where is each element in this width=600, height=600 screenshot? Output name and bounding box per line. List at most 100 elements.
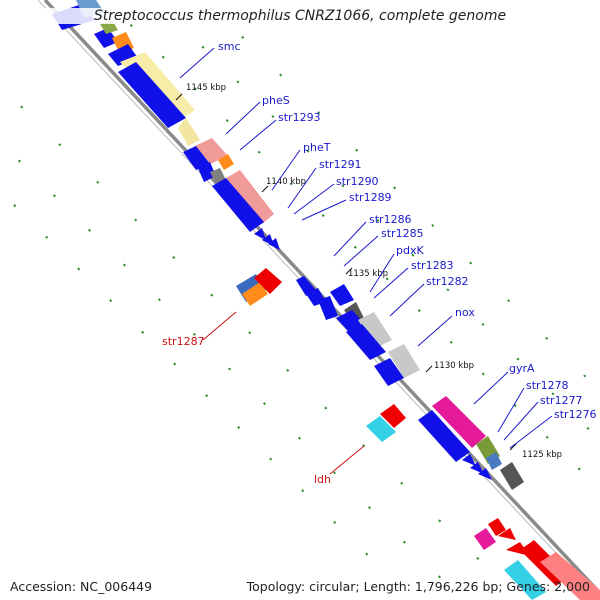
gene-label-nox[interactable]: nox (455, 306, 475, 319)
gene-label-str1283[interactable]: str1283 (411, 259, 454, 272)
gc-dot (545, 435, 549, 439)
feature-glyph (210, 168, 226, 184)
gc-dot (205, 394, 209, 398)
gc-dot (201, 45, 205, 49)
feature-glyph (118, 62, 186, 128)
feature-glyph (500, 462, 524, 490)
feature-glyph (346, 324, 386, 360)
feature-glyph (470, 462, 484, 474)
gene-label-smc[interactable]: smc (218, 40, 241, 53)
gc-dot (411, 253, 415, 257)
gc-dot (376, 219, 380, 222)
feature-glyph (212, 178, 264, 232)
feature-glyph (218, 154, 234, 170)
gc-dot (129, 23, 133, 27)
feature-glyph (540, 552, 600, 600)
feature-glyph (183, 146, 210, 170)
gc-dot (17, 159, 21, 163)
gc-dot (109, 299, 113, 303)
gc-dot (586, 426, 590, 430)
gc-dot (481, 372, 485, 376)
gene-label-str1286[interactable]: str1286 (369, 213, 412, 226)
tick-label: 1135 kbp (348, 269, 388, 279)
gc-dot (134, 218, 138, 222)
gc-dot (438, 519, 442, 523)
gc-dot (172, 256, 176, 260)
gc-dot (225, 119, 229, 122)
gc-dot (431, 223, 435, 227)
feature-glyph (498, 528, 516, 540)
gc-dot (193, 87, 197, 91)
gc-dot (385, 277, 389, 281)
gc-dot (551, 392, 555, 396)
gene-label-str1282[interactable]: str1282 (426, 275, 469, 288)
feature-glyph (486, 452, 502, 470)
gc-dot (469, 261, 473, 265)
gc-dot (297, 436, 301, 440)
gc-dot (161, 55, 165, 59)
gc-dot (341, 184, 345, 188)
feature-glyph (366, 416, 396, 442)
feature-glyph (226, 170, 274, 224)
gc-dot (516, 357, 520, 361)
feature-glyph (268, 238, 280, 250)
gc-dot (333, 520, 337, 524)
gc-dot (87, 228, 91, 232)
gene-label-gyra[interactable]: gyrA (509, 362, 535, 375)
gene-label-str1291[interactable]: str1291 (319, 158, 362, 171)
gc-dot (583, 374, 587, 378)
gc-dot (269, 457, 273, 461)
gc-dot (353, 245, 357, 249)
gc-dot (437, 575, 441, 579)
gc-dot (122, 263, 126, 267)
gc-dot (481, 322, 485, 326)
feature-glyph (478, 468, 492, 480)
ticks (175, 93, 517, 451)
gc-dot (52, 194, 56, 198)
gc-dot (306, 149, 310, 153)
gc-dot (286, 368, 290, 372)
tick-label: 1140 kbp (266, 177, 306, 187)
gc-dot (141, 330, 145, 334)
gc-dot (271, 115, 275, 119)
gc-dot (476, 557, 480, 560)
feature-glyph (418, 410, 470, 462)
gc-dot (332, 471, 336, 475)
gc-dot (241, 35, 245, 39)
gc-dot (449, 340, 453, 344)
gc-dot (96, 180, 100, 184)
gc-dot (227, 367, 231, 371)
gene-label-ldh[interactable]: ldh (314, 473, 331, 486)
gc-dot (58, 143, 62, 147)
feature-glyph (474, 528, 496, 550)
gc-dot (236, 80, 240, 84)
gc-dot (324, 406, 328, 410)
gene-label-str1278[interactable]: str1278 (526, 379, 569, 392)
gene-label-str1285[interactable]: str1285 (381, 227, 424, 240)
gene-label-str1277[interactable]: str1277 (540, 394, 583, 407)
gc-dot (279, 73, 283, 77)
gc-dot (355, 148, 359, 152)
gene-label-phes[interactable]: pheS (262, 94, 290, 107)
feature-glyph (388, 344, 420, 378)
gc-dot (577, 467, 581, 471)
gc-dot (237, 425, 241, 429)
gc-dot (20, 105, 24, 109)
gene-label-str1293[interactable]: str1293 (278, 111, 321, 124)
gene-label-phet[interactable]: pheT (303, 141, 331, 154)
gc-dot (393, 186, 397, 190)
gc-dot (507, 299, 511, 303)
gc-dot (545, 336, 549, 340)
gene-label-str1289[interactable]: str1289 (349, 191, 392, 204)
gene-label-str1290[interactable]: str1290 (336, 175, 379, 188)
feature-glyph (374, 358, 404, 386)
gene-label-pdxk[interactable]: pdxK (396, 244, 424, 257)
gene-label-str1276[interactable]: str1276 (554, 408, 597, 421)
gc-dot (402, 540, 406, 544)
gc-dot (367, 506, 371, 510)
gc-dot (321, 214, 325, 218)
feature-glyph (318, 296, 338, 320)
gc-dot (210, 293, 214, 297)
label-leaders (179, 47, 553, 475)
gene-label-str1287[interactable]: str1287 (162, 335, 205, 348)
